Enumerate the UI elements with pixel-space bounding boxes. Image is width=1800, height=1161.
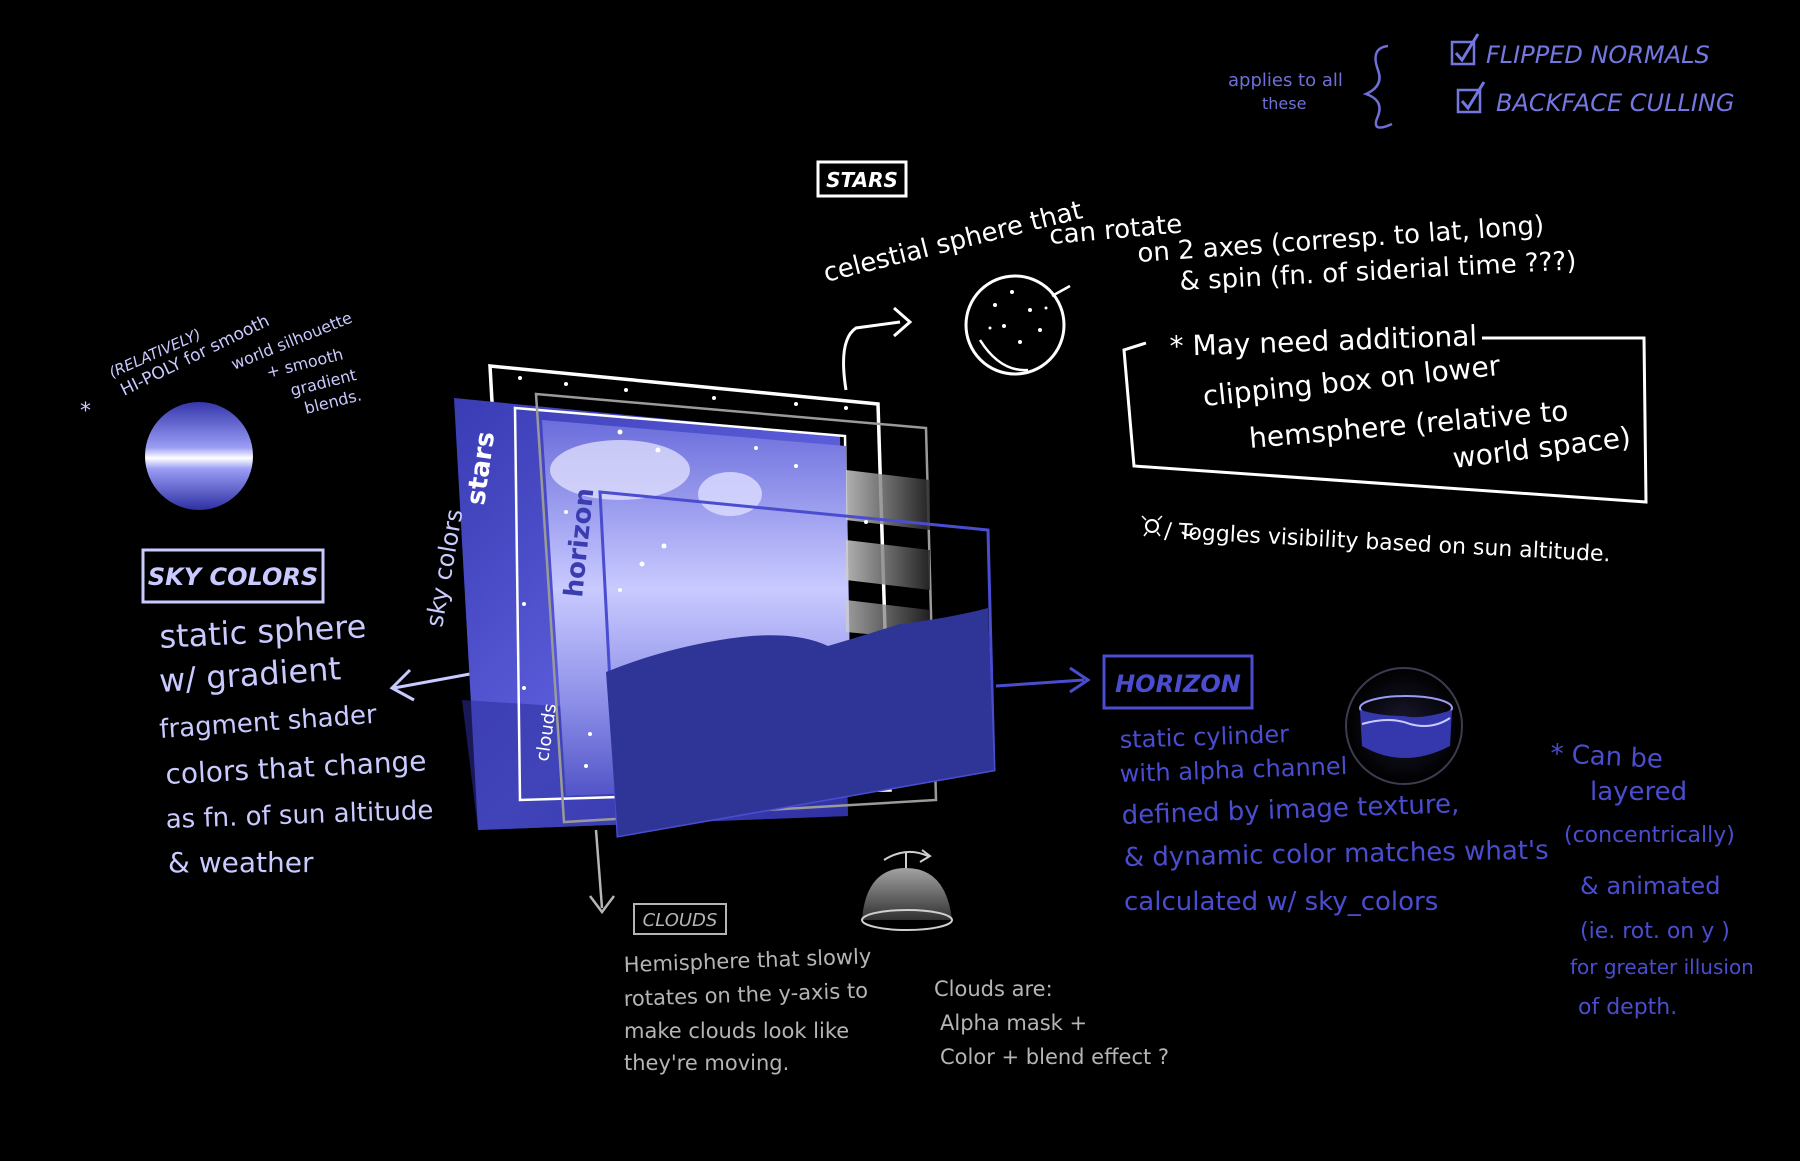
sky-colors-description: static sphere w/ gradient fragment shade… [158,607,434,879]
horizon-arrow [995,678,1085,688]
arrowhead-icon [1069,666,1091,694]
sky-colors-title-box: SKY COLORS [141,548,325,604]
sky-colors-arrow [393,672,471,690]
layer-note-line-2: layered [1590,777,1687,807]
layer-note-line-6: for greater illusion [1570,955,1754,979]
checkbox-backface-culling[interactable] [1456,88,1482,114]
checkmark-icon [1460,81,1486,111]
horizon-desc-line-2: with alpha channel [1119,752,1348,788]
horizon-desc-line-4: & dynamic color matches what's [1124,836,1549,873]
horizon-description: static cylinder with alpha channel defin… [1119,720,1549,917]
horizon-desc-line-3: defined by image texture, [1121,789,1460,831]
checkbox-flipped-normals[interactable] [1450,40,1476,66]
clouds-description: Hemisphere that slowly rotates on the y-… [623,944,871,1075]
layer-note-line-5: (ie. rot. on y ) [1580,919,1730,944]
clouds-desc-line-3: make clouds look like [624,1019,849,1043]
star-dots [518,376,868,768]
stars-title: STARS [826,168,898,192]
option-label-backface-culling: BACKFACE CULLING [1496,89,1734,117]
clouds-title-frame [633,903,727,935]
celestial-sphere-icon [964,274,1071,376]
layer-stack: sky colors stars horizon clouds [420,364,996,838]
clouds-desc-line-2: rotates on the y-axis to [623,978,868,1011]
stars-desc-line-1: celestial sphere that [820,195,1085,288]
layering-note: * Can be layered (concentrically) & anim… [1550,739,1754,1020]
clouds-note-line-3: Color + blend effect ? [940,1045,1169,1069]
clouds-title: CLOUDS [643,910,718,931]
clouds-layer-frame [534,392,938,824]
sky-desc-line-5: as fn. of sun altitude [165,796,434,835]
asterisk-icon: * [80,399,91,424]
sky-sphere-icon [145,402,253,510]
sky-colors-hipoly-note: * (RELATIVELY) HI-POLY for smooth world … [80,308,363,424]
horizon-title: HORIZON [1115,670,1241,698]
applies-to-all-note: applies to all these [1228,44,1393,129]
clouds-note-line-2: Alpha mask + [940,1011,1087,1035]
horizon-desc-line-5: calculated w/ sky_colors [1124,887,1438,917]
horizon-title-box: HORIZON [1102,654,1254,710]
applies-line-1: applies to all [1228,70,1343,91]
clouds-note-line-1: Clouds are: [934,977,1053,1001]
stars-title-frame [816,160,908,198]
clipping-box-note: * May need additional clipping box on lo… [1122,319,1648,504]
moon-icon [1181,531,1197,536]
checkmark-icon [1454,33,1480,63]
horizon-desc-line-1: static cylinder [1119,720,1289,754]
option-label-flipped-normals: FLIPPED NORMALS [1486,41,1710,69]
layer-label-sky-colors: sky colors [420,507,468,629]
layer-note-line-1: * Can be [1550,739,1664,775]
layer-note-line-7: of depth. [1578,995,1677,1020]
clouds-desc-line-4: they're moving. [624,1051,789,1075]
sky-colors-title: SKY COLORS [148,563,318,591]
stars-arrow [842,320,901,391]
option-backface-culling[interactable]: BACKFACE CULLING [1456,81,1734,117]
clouds-arrow [594,829,604,909]
stars-description: celestial sphere that can rotate on 2 ax… [820,195,1577,297]
layer-note-line-3: (concentrically) [1564,823,1735,848]
toggle-note-text: / Toggles visibility based on sun altitu… [1164,519,1611,567]
clouds-note: Clouds are: Alpha mask + Color + blend e… [934,977,1169,1069]
applies-line-2: these [1262,94,1306,113]
horizon-layer [606,608,994,836]
horizon-title-frame [1102,654,1254,710]
clouds-title-box: CLOUDS [633,903,727,935]
sun-icon [1145,519,1159,533]
sky-desc-line-6: & weather [168,846,314,879]
stars-title-box: STARS [816,160,908,198]
layer-note-line-4: & animated [1580,872,1720,900]
arrowhead-icon [589,895,615,915]
option-flipped-normals[interactable]: FLIPPED NORMALS [1450,33,1710,69]
arrowhead-icon [893,306,913,338]
brace-icon [1362,44,1393,129]
sky-desc-line-4: colors that change [165,744,428,791]
arrowhead-icon [389,668,415,702]
visibility-toggle-note: / Toggles visibility based on sun altitu… [1141,515,1611,567]
sky-colors-title-frame [141,548,325,604]
clouds-desc-line-1: Hemisphere that slowly [623,944,871,977]
sky-desc-line-2: w/ gradient [158,649,342,700]
sky-desc-line-3: fragment shader [158,700,378,745]
cloud-dome-icon [861,849,953,931]
horizon-cylinder-icon [1345,667,1463,785]
